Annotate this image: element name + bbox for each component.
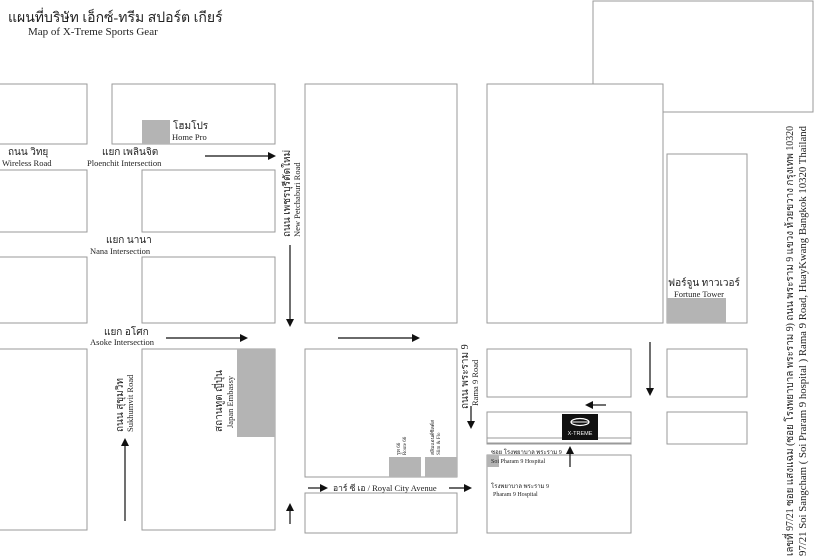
city-block xyxy=(141,256,276,324)
petchaburi-label: New Petchaburi Road xyxy=(292,162,302,237)
fortune-tower-label: Fortune Tower xyxy=(674,289,724,299)
arrow-south-fortune xyxy=(646,342,654,396)
fortune-tower-building xyxy=(667,298,726,323)
homepro-label: Home Pro xyxy=(172,132,207,142)
city-block xyxy=(486,454,632,534)
hospital-label: Pharam 9 Hospital xyxy=(493,492,538,498)
city-block xyxy=(304,492,458,534)
hospital-label-thai: โรงพยาบาล พระราม 9 xyxy=(491,482,549,490)
arrow-east-asoke xyxy=(166,334,248,342)
asoke-label: Asoke Intersection xyxy=(90,337,155,347)
arrow-east-rca-right xyxy=(449,484,472,492)
arrow-south-petchaburi xyxy=(286,245,294,327)
route-66-building xyxy=(389,457,421,477)
city-block xyxy=(111,83,276,145)
ploenchit-label-thai: แยก เพลินจิต xyxy=(102,147,158,158)
city-block xyxy=(0,348,88,531)
japan-embassy-building xyxy=(237,349,275,437)
address-english: 97/21 Soi Sangcham ( Soi Praram 9 hospit… xyxy=(798,125,809,556)
ploenchit-label: Ploenchit Intersection xyxy=(87,158,162,168)
sukhumvit-label-thai: ถนน สุขุมวิท xyxy=(115,378,126,432)
nana-label-thai: แยก นานา xyxy=(106,235,152,246)
slim-flo-building xyxy=(425,457,457,477)
city-block xyxy=(304,348,458,478)
map-title-english: Map of X-Treme Sports Gear xyxy=(28,26,158,38)
soi-label: Soi Pharam 9 Hospital xyxy=(491,459,545,465)
city-block xyxy=(486,411,632,445)
arrow-north-soi xyxy=(566,446,574,467)
city-block xyxy=(0,83,88,145)
asoke-label-thai: แยก อโศก xyxy=(104,325,149,338)
japan-embassy-label: Japan Embassy xyxy=(225,375,235,428)
city-block xyxy=(304,83,458,324)
city-block xyxy=(666,153,748,324)
soi-label-thai: ซอย โรงพยาบาล พระราม 9 xyxy=(491,448,562,456)
city-block xyxy=(0,169,88,233)
japan-embassy-label-thai: สถานทูต ญี่ปุ่น xyxy=(211,370,225,432)
city-block xyxy=(141,169,276,233)
map-title-thai: แผนที่บริษัท เอ็กซ์-ทรีม สปอร์ต เกียร์ xyxy=(8,8,223,26)
slim-flo-label-thai: สลิมแอนด์ซิลด์ส xyxy=(429,420,436,455)
arrow-south-rama9 xyxy=(467,406,475,429)
sukhumvit-label: Sukhumvit Road xyxy=(125,374,135,432)
rama9-label: Rama 9 Road xyxy=(470,359,480,406)
wireless-road-label-thai: ถนน วิทยุ xyxy=(8,147,48,158)
arrow-north-rca xyxy=(286,503,294,524)
route66-label-thai: รูท 66 xyxy=(396,442,402,455)
city-block xyxy=(666,348,748,398)
city-block xyxy=(666,411,748,445)
arrow-east-ploenchit xyxy=(205,152,276,160)
nana-label: Nana Intersection xyxy=(90,246,151,256)
arrow-east-rama9 xyxy=(338,334,420,342)
fortune-tower-label-thai: ฟอร์จูน ทาวเวอร์ xyxy=(668,277,741,289)
arrow-north-sukhumvit xyxy=(121,438,129,521)
address-thai: เลขที่ 97/21 ซอย แสงแฉม (ซอย โรงพยาบาล พ… xyxy=(782,126,796,556)
pharam9-hospital-building xyxy=(487,455,499,467)
arrow-west-soi xyxy=(585,401,606,409)
petchaburi-label-thai: ถนน เพชรบุรีตัดใหม่ xyxy=(281,150,293,237)
city-block xyxy=(0,256,88,324)
city-block xyxy=(486,348,632,398)
arrow-east-rca-left xyxy=(308,484,328,492)
home-pro-building xyxy=(142,120,170,144)
city-block xyxy=(486,83,664,324)
route66-label: Route 66 xyxy=(403,436,408,455)
slim-flo-label: Slim & Flo xyxy=(437,432,442,455)
wireless-road-label: Wireless Road xyxy=(2,158,52,168)
xtreme-logo: X-TREME xyxy=(562,414,598,440)
homepro-label-thai: โฮมโปร xyxy=(173,119,209,132)
royal-city-avenue-label: อาร์ ซี เอ / Royal City Avenue xyxy=(333,483,437,493)
svg-text:X-TREME: X-TREME xyxy=(568,431,593,437)
rama9-label-thai: ถนน พระราม 9 xyxy=(460,344,471,409)
